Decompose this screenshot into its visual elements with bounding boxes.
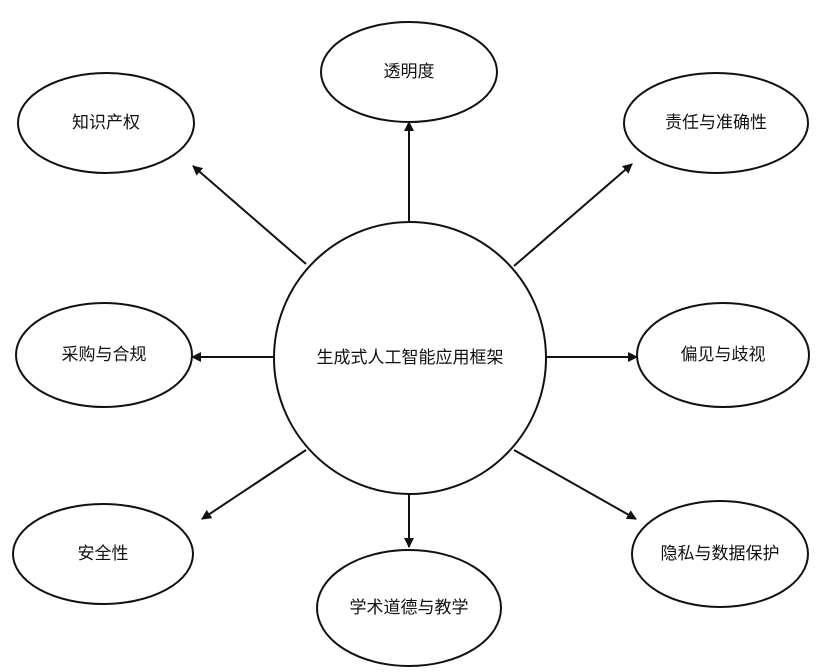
node-label-ip: 知识产权 bbox=[72, 113, 140, 133]
node-label-privacy: 隐私与数据保护 bbox=[661, 544, 780, 564]
node-label-procurement: 采购与合规 bbox=[62, 345, 147, 365]
edge-ip bbox=[192, 165, 307, 265]
node-ip: 知识产权 bbox=[17, 72, 195, 174]
node-safety: 安全性 bbox=[12, 503, 194, 605]
node-bias: 偏见与歧视 bbox=[636, 302, 810, 408]
node-label-ethics: 学术道德与教学 bbox=[350, 598, 469, 618]
node-label-bias: 偏见与歧视 bbox=[681, 345, 766, 365]
node-privacy: 隐私与数据保护 bbox=[631, 500, 809, 608]
node-label-responsibility: 责任与准确性 bbox=[665, 113, 767, 133]
center-node: 生成式人工智能应用框架 bbox=[273, 221, 547, 495]
node-transparency: 透明度 bbox=[320, 21, 498, 123]
node-label-safety: 安全性 bbox=[78, 544, 129, 564]
center-label: 生成式人工智能应用框架 bbox=[317, 348, 504, 368]
node-responsibility: 责任与准确性 bbox=[623, 72, 809, 174]
edges bbox=[191, 121, 638, 548]
edge-responsibility bbox=[513, 163, 633, 267]
node-procurement: 采购与合规 bbox=[15, 302, 193, 408]
node-ethics: 学术道德与教学 bbox=[316, 549, 502, 667]
edge-privacy bbox=[513, 449, 637, 520]
node-label-transparency: 透明度 bbox=[384, 62, 435, 82]
edge-safety bbox=[201, 449, 307, 520]
